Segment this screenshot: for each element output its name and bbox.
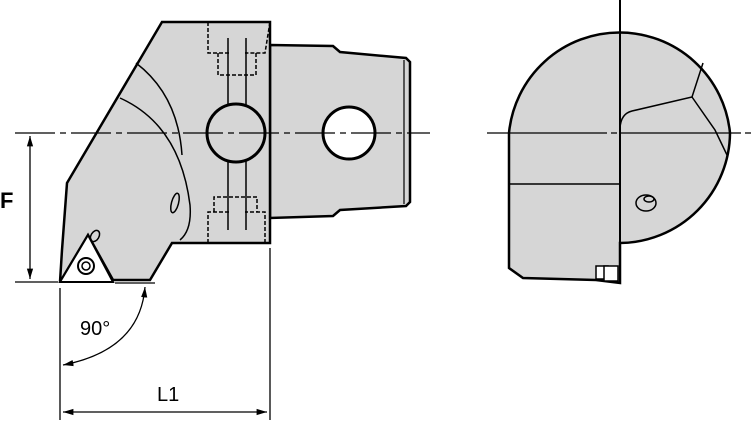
dimensions [15,132,430,420]
insert-screw-icon [77,257,95,275]
side-view [58,20,412,283]
end-view [487,0,753,285]
f-label: F [0,188,14,213]
angle-arc [62,286,148,367]
l1-label: L1 [157,384,180,406]
angle-label: 90° [80,318,111,340]
